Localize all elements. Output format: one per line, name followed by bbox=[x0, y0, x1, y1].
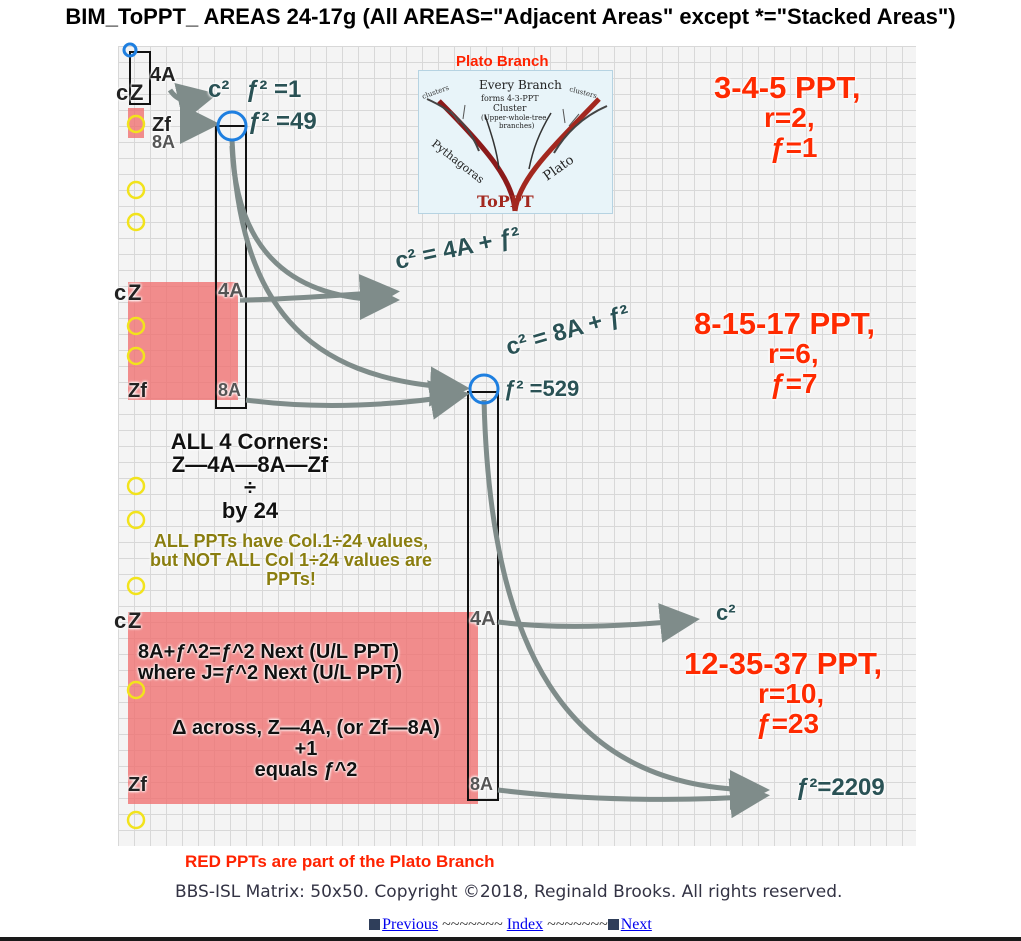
stacked-area-small bbox=[128, 108, 144, 138]
olive-line1: ALL PPTs have Col.1÷24 values, bbox=[153, 531, 429, 551]
plato-text-clusters-left: clusters bbox=[421, 84, 451, 101]
label-8a-3: 8A bbox=[470, 774, 494, 794]
label-8a-1: 8A bbox=[152, 132, 176, 152]
eq-f2-49: ƒ² =49 bbox=[248, 108, 317, 135]
label-c-2: c bbox=[114, 280, 127, 305]
eq-f2-2209: ƒ²=2209 bbox=[796, 774, 885, 801]
plato-text-upper: (Upper-whole-tree bbox=[481, 114, 546, 122]
previous-icon bbox=[369, 919, 381, 930]
plato-branch-image: Every Branch forms 4-3-PPT Cluster (Uppe… bbox=[418, 70, 613, 214]
next-note: 8A+ƒ^2=ƒ^2 Next (U/L PPT) where J=ƒ^2 Ne… bbox=[138, 642, 402, 684]
corners-block: ALL 4 Corners: Z—4A—8A—Zf ÷ by 24 bbox=[150, 430, 350, 522]
nav-bar: Previous ~~~~~~~ Index ~~~~~~~ Next bbox=[0, 916, 1021, 934]
ppt-123537-f: ƒ=23 bbox=[756, 708, 820, 739]
plato-text-clusters-right: clusters bbox=[568, 85, 598, 100]
bottom-strip bbox=[0, 937, 1021, 941]
index-link[interactable]: Index bbox=[506, 916, 544, 933]
corners-line2: Z—4A—8A—Zf bbox=[171, 452, 329, 478]
corners-line1: ALL 4 Corners: bbox=[170, 429, 330, 454]
eq-f2-529: ƒ² =529 bbox=[504, 376, 580, 401]
plato-text-every: Every Branch bbox=[479, 78, 562, 92]
nav-separator-1: ~~~~~~~ bbox=[442, 916, 503, 933]
next-icon bbox=[607, 919, 619, 930]
label-4a-1: 4A bbox=[150, 64, 176, 86]
ppt-123537-r: r=10, bbox=[758, 678, 825, 709]
ppt-81517-title: 8-15-17 PPT, bbox=[694, 306, 875, 341]
corners-div: ÷ bbox=[243, 475, 257, 501]
stacked-area-large bbox=[128, 612, 478, 804]
delta-line3: equals ƒ^2 bbox=[254, 759, 358, 781]
ppt-345-title: 3-4-5 PPT, bbox=[714, 70, 861, 105]
corners-by24: by 24 bbox=[221, 498, 279, 524]
eq-c2-top: c² bbox=[208, 76, 230, 103]
label-c-3: c bbox=[114, 608, 127, 633]
label-zf-1: Zf bbox=[152, 114, 171, 136]
ppt-345-r: r=2, bbox=[764, 102, 815, 133]
delta-line2: +1 bbox=[294, 738, 318, 760]
label-z-1: Z bbox=[130, 80, 144, 105]
next-link[interactable]: Next bbox=[620, 916, 652, 933]
nav-separator-2: ~~~~~~~ bbox=[547, 916, 608, 933]
next-line1: 8A+ƒ^2=ƒ^2 Next (U/L PPT) bbox=[138, 641, 399, 663]
ppt-345-f: ƒ=1 bbox=[770, 132, 818, 163]
label-z-2: Z bbox=[128, 280, 142, 305]
label-4a-3: 4A bbox=[470, 608, 496, 630]
plato-text-cluster: Cluster bbox=[493, 104, 527, 114]
eq-f2-1: ƒ² =1 bbox=[246, 76, 302, 103]
label-4a-2: 4A bbox=[218, 280, 244, 302]
plato-text-forms: forms 4-3-PPT bbox=[481, 94, 539, 103]
previous-link[interactable]: Previous bbox=[382, 916, 439, 933]
label-c-1: c bbox=[116, 80, 129, 105]
olive-note: ALL PPTs have Col.1÷24 values, but NOT A… bbox=[118, 532, 464, 589]
ppt-81517-f: ƒ=7 bbox=[770, 368, 818, 399]
olive-line2: but NOT ALL Col 1÷24 values are bbox=[150, 549, 432, 570]
olive-line3: PPTs! bbox=[266, 568, 316, 589]
next-line2: where J=ƒ^2 Next (U/L PPT) bbox=[138, 662, 403, 684]
ppt-123537-title: 12-35-37 PPT, bbox=[684, 646, 883, 681]
ppt-81517-r: r=6, bbox=[768, 338, 819, 369]
plato-branch-note: RED PPTs are part of the Plato Branch bbox=[185, 852, 495, 871]
plato-tree-drawing: Every Branch forms 4-3-PPT Cluster (Uppe… bbox=[421, 78, 608, 212]
label-zf-3: Zf bbox=[128, 774, 147, 796]
page-title: BIM_ToPPT_ AREAS 24-17g (All AREAS="Adja… bbox=[65, 4, 956, 29]
label-8a-2: 8A bbox=[218, 380, 242, 400]
plato-text-toppt: ToPPT bbox=[477, 192, 534, 211]
delta-line1: Δ across, Z—4A, (or Zf—8A) bbox=[172, 717, 440, 739]
eq-c2-bottom: c² bbox=[716, 600, 736, 625]
plato-text-branches: branches) bbox=[499, 122, 535, 130]
label-zf-2: Zf bbox=[128, 380, 147, 402]
label-z-3: Z bbox=[128, 608, 142, 633]
copyright-note: BBS-ISL Matrix: 50x50. Copyright ©2018, … bbox=[175, 882, 843, 902]
delta-note: Δ across, Z—4A, (or Zf—8A) +1 equals ƒ^2 bbox=[136, 718, 476, 781]
plato-branch-title: Plato Branch bbox=[456, 53, 549, 70]
